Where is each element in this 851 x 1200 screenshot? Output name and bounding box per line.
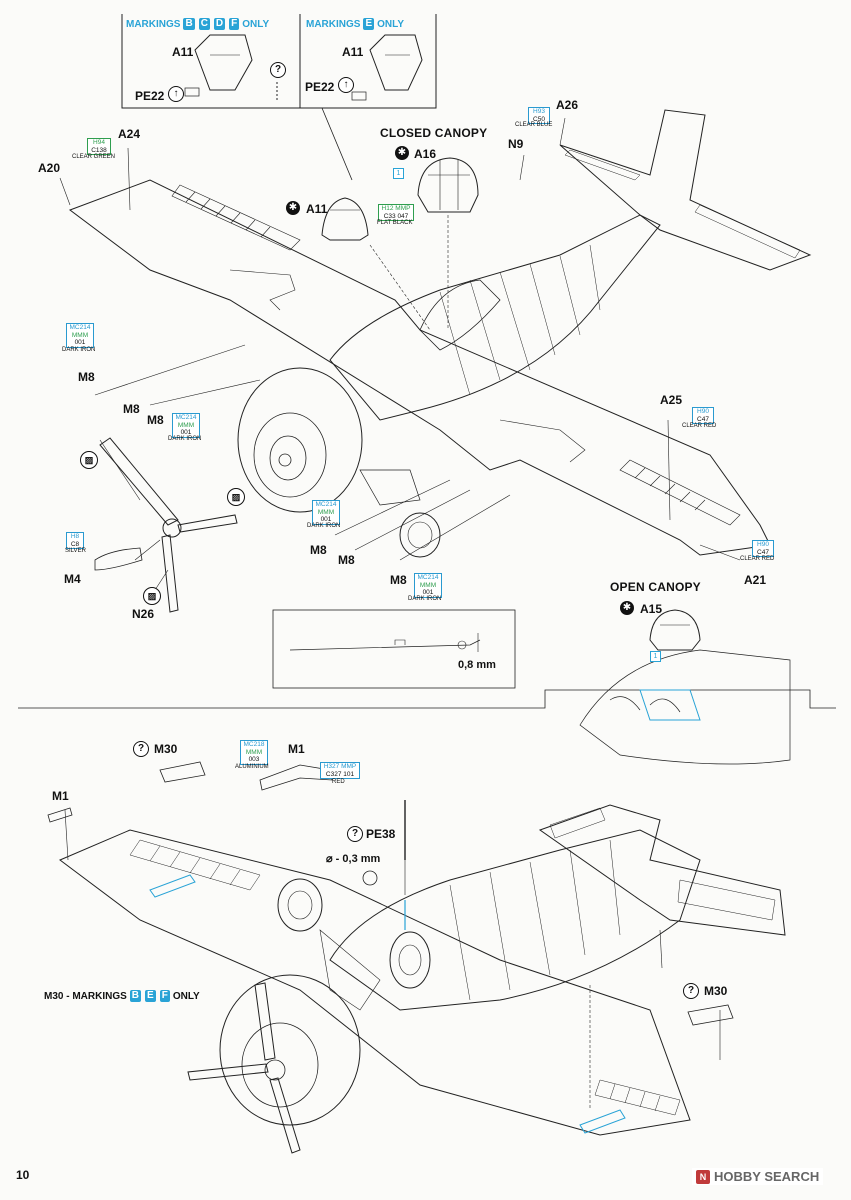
bottom-cowl [219, 974, 361, 1126]
paint-callout-mc214: MC214 MMM 001 [172, 413, 200, 438]
part-label: M1 [52, 789, 69, 803]
canopy-a11 [321, 197, 369, 241]
canopy-a16 [417, 157, 479, 213]
optional-icon: ? [683, 983, 699, 999]
paint-name: RED [332, 779, 345, 785]
part-label: M8 [338, 553, 355, 567]
paint-name: DARK IRON [408, 596, 442, 602]
part-label: A24 [118, 127, 141, 141]
part-label: A25 [660, 393, 683, 407]
star-icon: ✱ [620, 601, 634, 615]
paint-name: DARK IRON [168, 436, 202, 442]
paint-callout-mc214: MC214 MMM 001 [66, 323, 94, 348]
page-number: 10 [16, 1168, 30, 1182]
part-label: M4 [64, 572, 81, 586]
marking-code: F [229, 18, 240, 30]
paint-name: DARK IRON [307, 523, 341, 529]
optional-icon: ? [270, 62, 286, 78]
closed-canopy-title: CLOSED CANOPY [380, 126, 488, 140]
hatch-icon: ▨ [80, 451, 98, 469]
step-number: 1 [393, 168, 404, 179]
inset-frame [299, 14, 437, 109]
paint-callout-h12: H12 MMP C33 047 [378, 204, 414, 221]
part-label: M8 [147, 413, 164, 427]
paint-callout-h94: H94 C138 [87, 138, 111, 155]
open-canopy-title: OPEN CANOPY [610, 580, 701, 594]
paint-name: CLEAR RED [682, 423, 717, 429]
marking-code: C [198, 18, 210, 30]
part-label: A11 [342, 45, 364, 59]
part-label: M8 [390, 573, 407, 587]
optional-icon: ? [133, 741, 149, 757]
section-divider [18, 689, 836, 709]
part-label: A16 [414, 147, 437, 161]
part-label: M1 [288, 742, 305, 756]
diameter-spec: ⌀ - 0,3 mm [326, 853, 381, 865]
top-wing-outline [68, 179, 771, 556]
optional-icon: ↑ [338, 77, 354, 93]
part-label: M8 [123, 402, 140, 416]
part-label: A15 [640, 602, 663, 616]
hs-logo-icon: N [696, 1169, 710, 1184]
marking-code: E [145, 990, 156, 1002]
paint-callout-mc214: MC214 MMM 001 [312, 500, 340, 525]
bottom-fuselage-outline [329, 829, 701, 1011]
paint-callout-h93: H93 C50 [528, 107, 550, 124]
part-label: A11 [172, 45, 194, 59]
bottom-wing-outline [59, 829, 691, 1136]
part-label: PE22 [305, 80, 335, 94]
marking-code: E [363, 18, 375, 30]
inset-left-banner: MARKINGS B C D F ONLY [126, 18, 270, 30]
top-fuselage-outline [329, 214, 661, 421]
engine-cowl [237, 367, 363, 513]
hatch-icon: ▨ [143, 587, 161, 605]
paint-name: CLEAR GREEN [72, 154, 116, 160]
part-label: M8 [78, 370, 95, 384]
part-label: N26 [132, 607, 155, 621]
part-label: A21 [744, 573, 767, 587]
star-icon: ✱ [395, 146, 409, 160]
detail-measure: 0,8 mm [458, 659, 496, 671]
paint-name: CLEAR BLUE [515, 122, 553, 128]
paint-name: ALUMINIUM [235, 764, 269, 770]
part-label: A11 [306, 202, 328, 216]
paint-callout-mc218: MC218 MMM 003 [240, 740, 268, 765]
paint-name: FLAT BLACK [377, 220, 413, 226]
top-tail-outline [559, 109, 812, 271]
paint-callout-mc214: MC214 MMM 001 [414, 573, 442, 598]
detail-box [272, 609, 516, 689]
part-label: M30 [154, 742, 178, 756]
paint-callout-h8: H8 C8 [66, 532, 84, 549]
paint-callout-h90: H90 C47 [752, 540, 774, 557]
watermark: N HOBBY SEARCH [692, 1168, 824, 1185]
paint-name: SILVER [65, 548, 86, 554]
watermark-text: HOBBY SEARCH [714, 1169, 820, 1184]
marking-code: B [129, 990, 142, 1002]
paint-name: CLEAR RED [740, 556, 775, 562]
part-label: PE22 [135, 89, 165, 103]
part-label: N9 [508, 137, 524, 151]
m30-markings-banner: M30 - MARKINGS B E F ONLY [44, 990, 200, 1002]
propeller [99, 437, 238, 613]
star-icon: ✱ [286, 201, 300, 215]
part-label: M8 [310, 543, 327, 557]
marking-code: D [213, 18, 226, 30]
step-number: 1 [650, 651, 661, 662]
hatch-icon: ▨ [227, 488, 245, 506]
bottom-propeller [187, 982, 301, 1154]
part-label: PE38 [366, 827, 396, 841]
marking-code: F [159, 990, 170, 1002]
part-label: M30 [704, 984, 728, 998]
part-label: A20 [38, 161, 61, 175]
bottom-tail-outline [538, 804, 786, 936]
optional-icon: ↑ [168, 86, 184, 102]
paint-callout-h327: H327 MMP C327 101 [320, 762, 360, 779]
inset-right-banner: MARKINGS E ONLY [306, 18, 404, 30]
optional-icon: ? [347, 826, 363, 842]
paint-callout-h90: H90 C47 [692, 407, 714, 424]
paint-name: DARK IRON [62, 347, 96, 353]
marking-code: B [183, 18, 195, 30]
part-label: A26 [556, 98, 579, 112]
